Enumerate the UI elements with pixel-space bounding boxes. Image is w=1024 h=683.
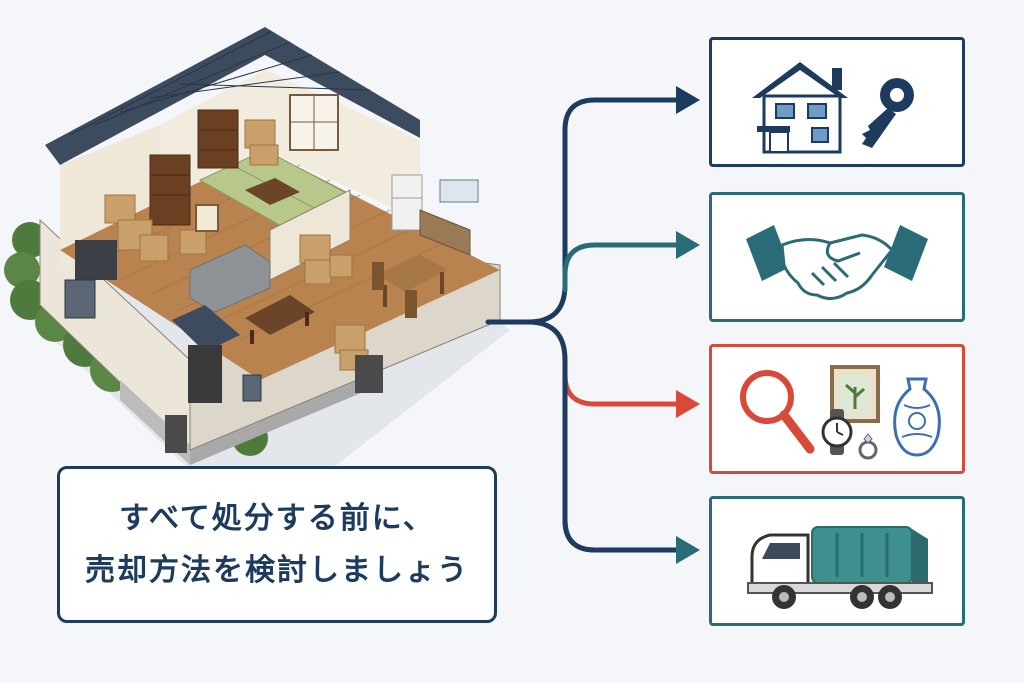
branch-connectors [485, 97, 685, 553]
caption-line-2: 売却方法を検討しましょう [85, 552, 469, 588]
option-appraisal [709, 344, 965, 474]
arrowhead-appraisal [676, 390, 700, 418]
option-house-sale [709, 37, 965, 167]
magnifier-icon [740, 370, 815, 454]
handshake-icon [746, 225, 928, 300]
option-disposal [709, 496, 965, 626]
key-icon [862, 78, 914, 148]
arrowhead-disposal [676, 536, 700, 564]
picture-frame-icon [830, 365, 880, 423]
watch-icon [821, 409, 853, 455]
arrowhead-handshake [676, 231, 700, 259]
option-handshake [709, 192, 965, 322]
garbage-truck-icon [747, 526, 933, 609]
connector-trunk [485, 97, 685, 325]
caption-box: すべて処分する前に、 売却方法を検討しましょう [57, 466, 497, 623]
connector-to-disposal [525, 319, 685, 553]
house-cutaway-illustration [4, 27, 510, 470]
vase-icon [893, 377, 941, 457]
connector-to-handshake [562, 242, 685, 293]
house-icon [752, 62, 848, 154]
caption-line-1: すべて処分する前に、 [119, 500, 435, 536]
ring-icon [858, 433, 878, 460]
arrowhead-house-sale [676, 86, 700, 114]
connector-to-appraisal [562, 357, 685, 407]
